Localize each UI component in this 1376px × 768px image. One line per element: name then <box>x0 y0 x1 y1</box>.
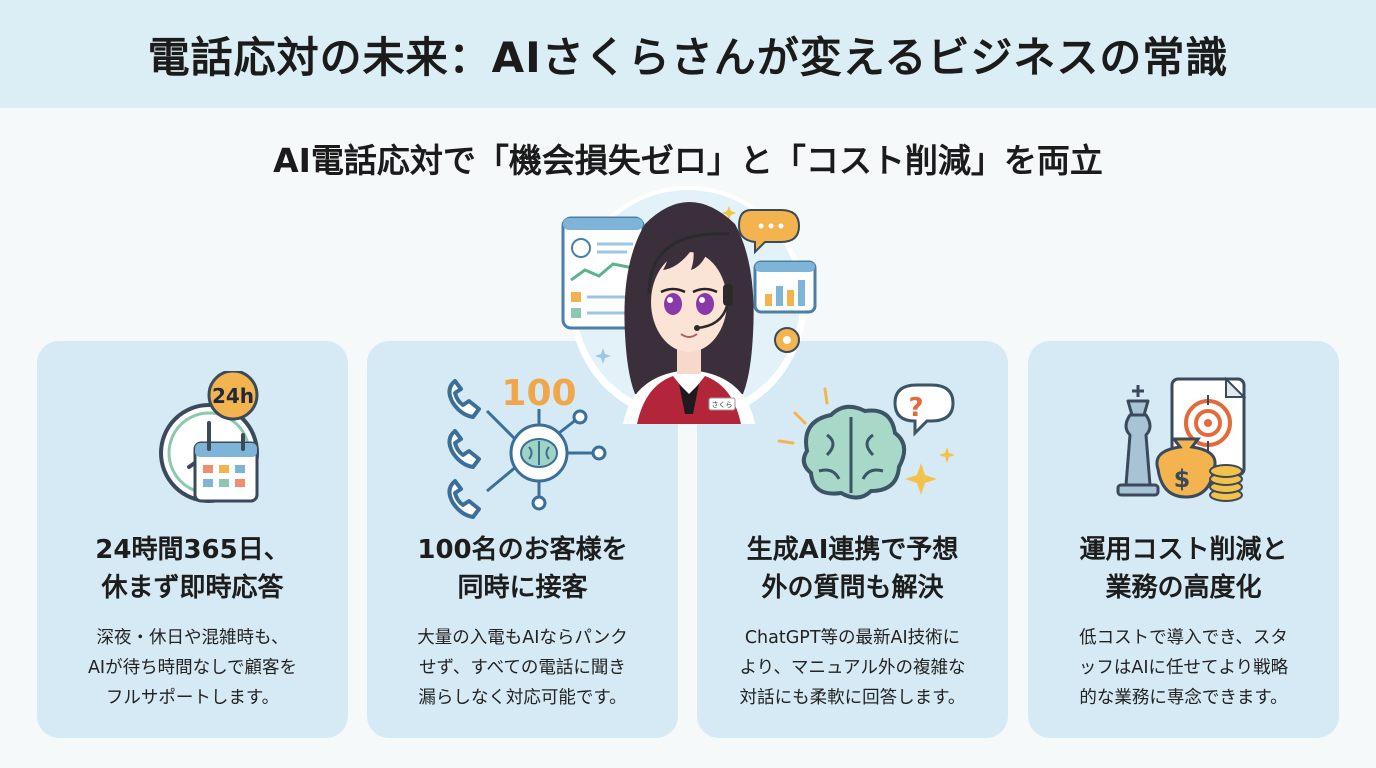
card-body: 低コストで導入でき、スタ ッフはAIに任せてより戦略 的な業務に専念できます。 <box>1078 628 1289 708</box>
page-subtitle: AI電話応対で「機会損失ゼロ」と「コスト削減」を両立 <box>273 141 1103 180</box>
question-mark: ? <box>908 393 923 423</box>
page-title: 電話応対の未来：AIさくらさんが変えるビジネスの常識 <box>147 32 1229 82</box>
feature-card-24h: 24h 24時間365日、 休まず即時応答 深夜・休日や混雑時も、 AIが待ち時… <box>37 341 348 738</box>
card-heading: 運用コスト削減と 業務の高度化 <box>1079 535 1288 603</box>
header-banner: 電話応対の未来：AIさくらさんが変えるビジネスの常識 <box>0 0 1376 108</box>
gear-icon <box>774 327 800 353</box>
card-heading: 生成AI連携で予想 外の質問も解決 <box>746 535 959 603</box>
card-heading: 100名のお客様を 同時に接客 <box>417 535 628 603</box>
name-badge: さくら <box>712 401 733 409</box>
feature-card-cost: $ 運用コスト削減と 業務の高度化 低コストで導入でき、スタ ッフはAIに任せて… <box>1028 341 1339 738</box>
clock-calendar-icon: 24h <box>159 371 259 503</box>
phones-brain-network-icon: 100 <box>447 373 607 519</box>
card-heading: 24時間365日、 休まず即時応答 <box>95 535 290 603</box>
sakura-avatar: さくら <box>561 186 817 424</box>
dollar-sign: $ <box>1174 465 1191 493</box>
brain-question-icon: ? <box>777 383 955 500</box>
badge-100: 100 <box>501 373 576 414</box>
card-body: ChatGPT等の最新AI技術に より、マニュアル外の複雑な 対話にも柔軟に回答… <box>739 628 966 708</box>
chat-bubble-icon <box>737 209 801 255</box>
feature-card-100: 100 100名のお客様を 同時に接客 大量の入電もAIならパンク せず、すべて… <box>367 341 678 738</box>
card-body: 大量の入電もAIならパンク せず、すべての電話に聞き 漏らしなく対応可能です。 <box>417 628 628 708</box>
badge-24h: 24h <box>212 384 254 408</box>
bar-chart-icon <box>753 260 817 314</box>
dashboard-window-icon <box>561 216 645 330</box>
chess-target-money-icon: $ <box>1116 376 1247 502</box>
card-body: 深夜・休日や混雑時も、 AIが待ち時間なしで顧客を フルサポートします。 <box>87 628 298 708</box>
